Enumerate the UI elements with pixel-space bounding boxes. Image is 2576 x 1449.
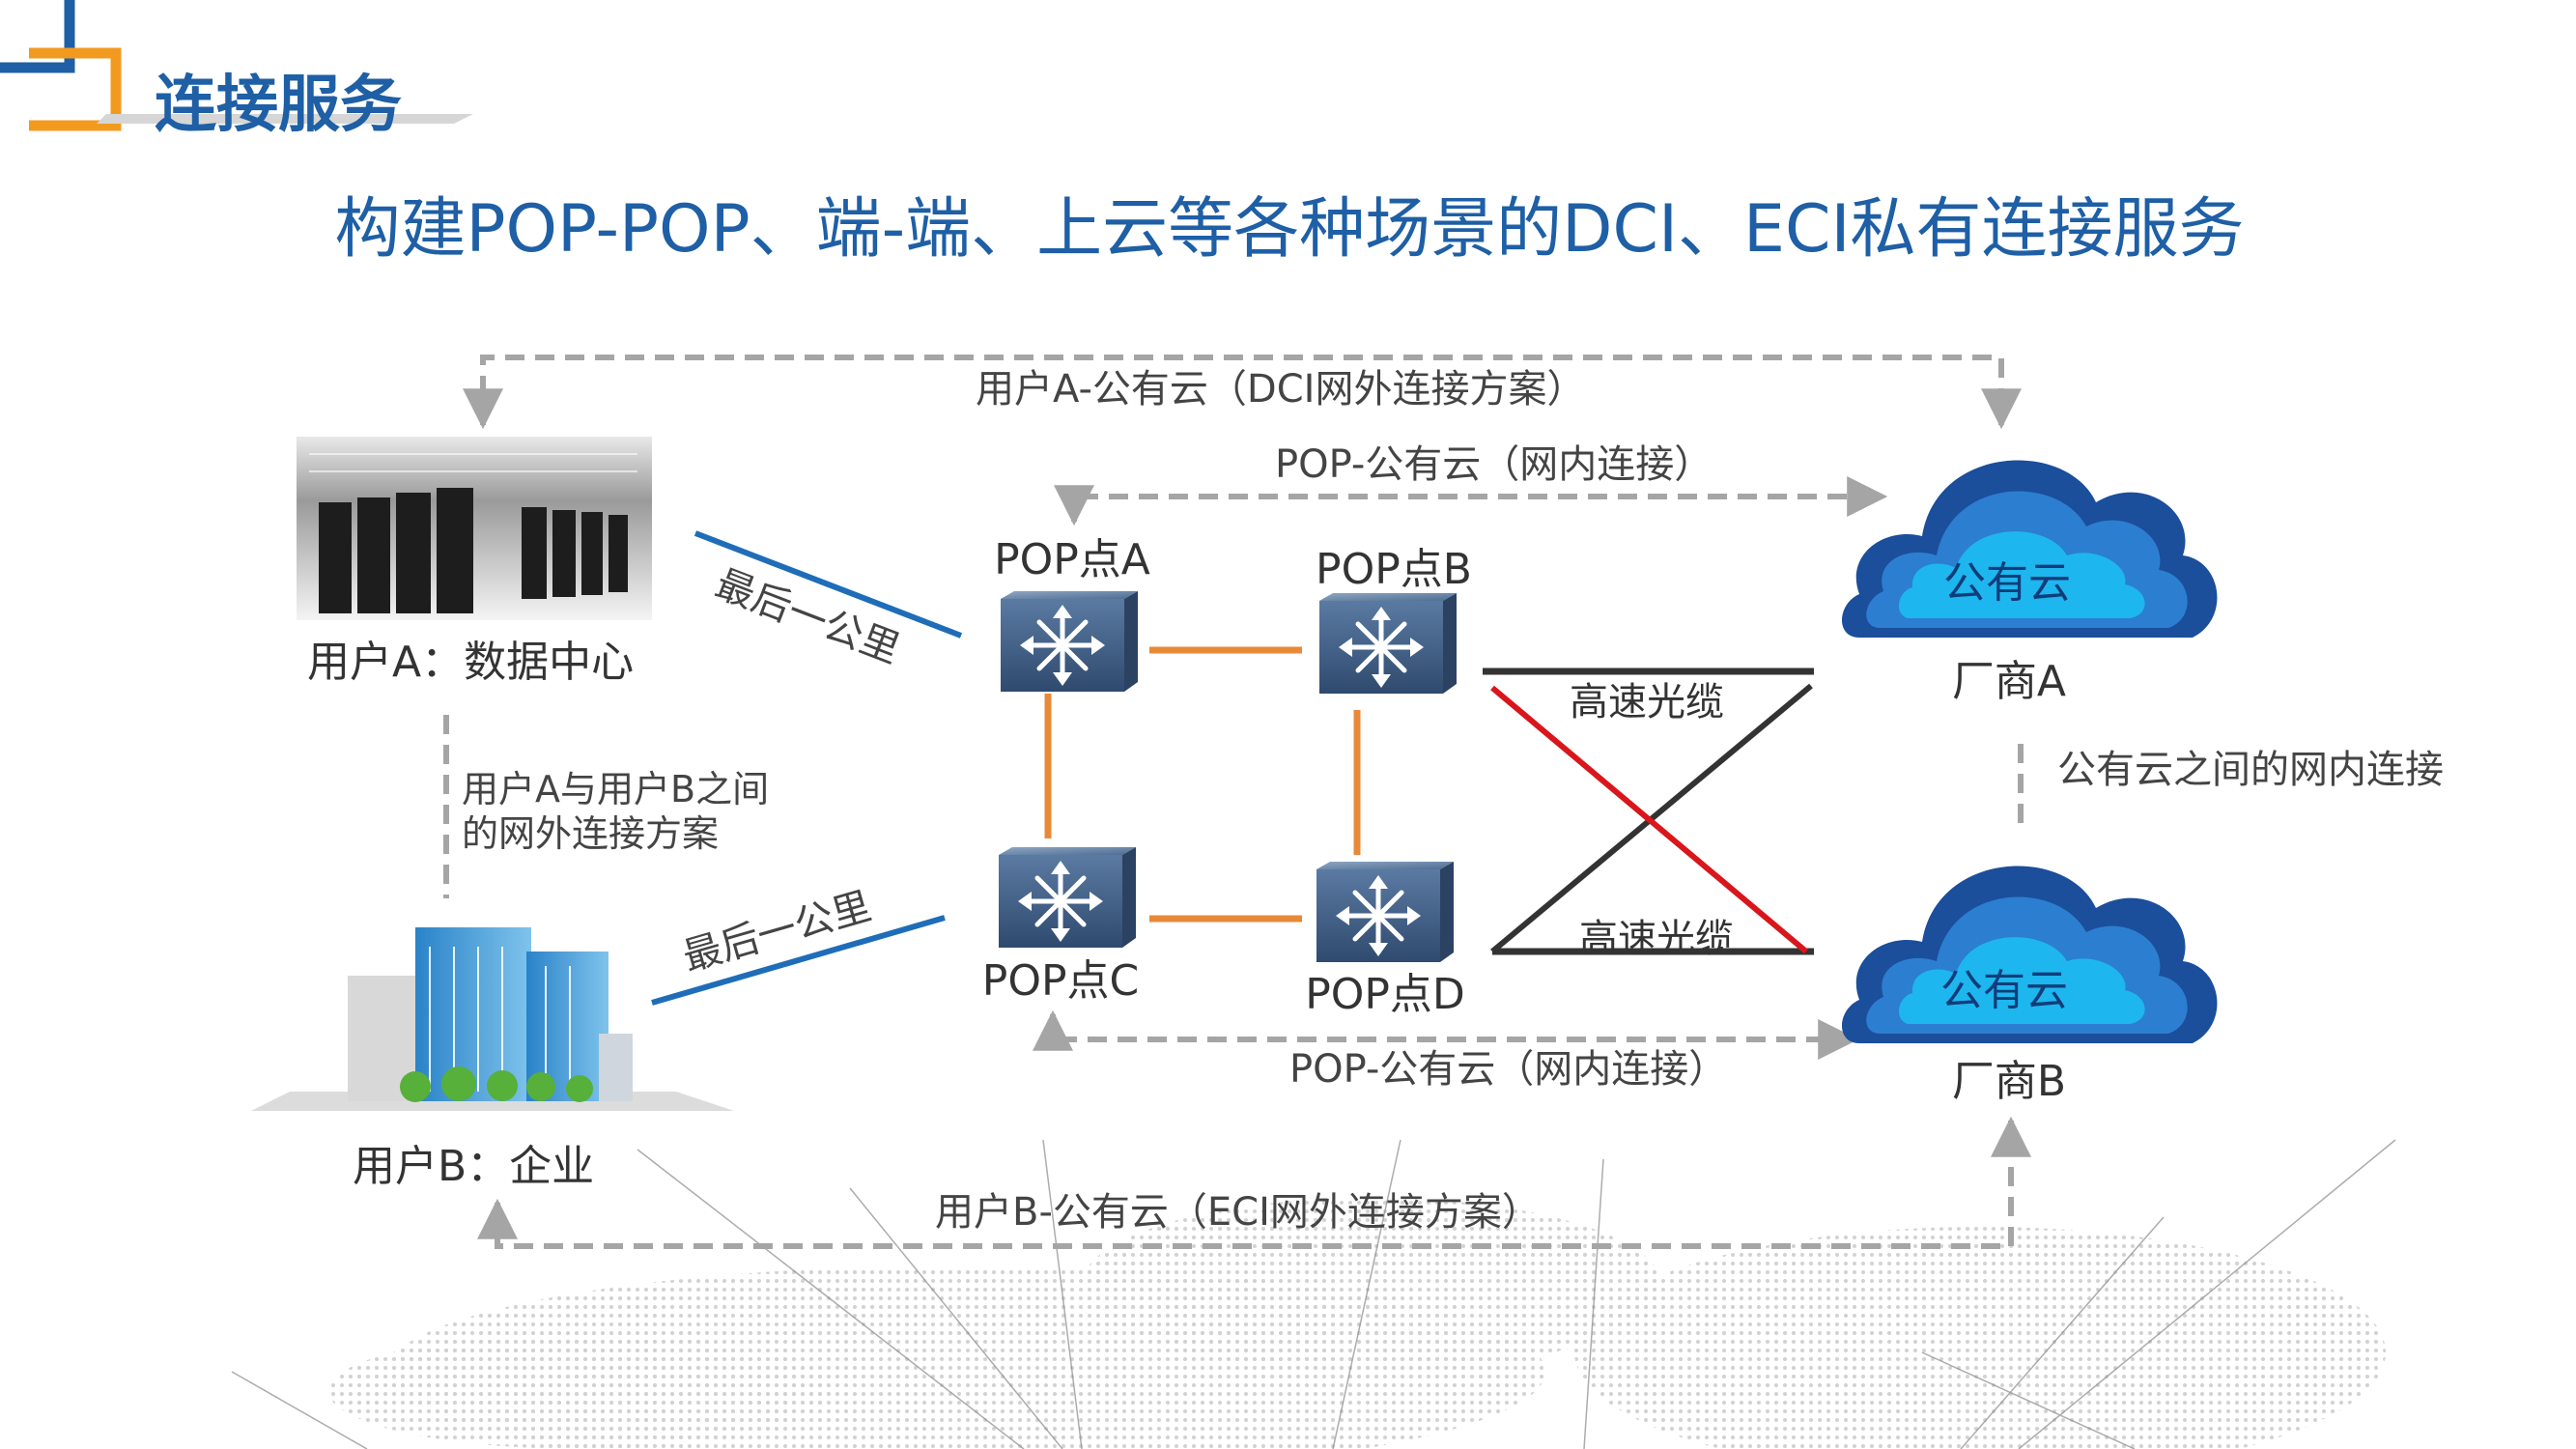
pop-b-label: POP点B [1316,545,1472,594]
pop-a-cloud-a-dash [1054,476,1888,526]
user-a-cloud-label: 用户A-公有云（DCI网外连接方案） [976,367,1585,412]
a-to-b-label-line1: 用户A与用户B之间 [462,768,769,810]
user-b-cloud-b-dash [477,1116,2031,1249]
user-a-label: 用户A：数据中心 [307,638,634,687]
user-b-cloud-label: 用户B-公有云（ECI网外连接方案） [935,1190,1541,1235]
vendor-b-label: 厂商B [1952,1057,2066,1106]
pop-mesh [1044,646,1361,923]
pop-cloud-top-label: POP-公有云（网内连接） [1275,442,1713,487]
fiber-bottom-label: 高速光缆 [1579,917,1734,961]
pop-d-router-icon [1316,862,1454,962]
cloud-a-text: 公有云 [1943,558,2071,608]
fiber-links [1483,668,1814,955]
user-a-cloud-a-dash [463,355,2022,430]
cloud-b-icon [1841,866,2218,1043]
pop-b-router-icon [1319,593,1457,694]
pop-a-router-icon [1001,591,1138,692]
pop-a-label: POP点A [994,535,1150,584]
vendor-a-label: 厂商A [1952,657,2066,706]
page-subtitle: 构建POP-POP、端-端、上云等各种场景的DCI、ECI私有连接服务 [334,191,2244,268]
last-mile-a-line [694,530,963,639]
cloud-a-icon [1841,460,2218,638]
world-map-background [231,1139,2396,1449]
pop-d-label: POP点D [1305,970,1465,1019]
cloud-b-text: 公有云 [1940,966,2068,1015]
inter-cloud-label: 公有云之间的网内连接 [2057,748,2444,792]
last-mile-b-line [651,915,946,1006]
a-to-b-label-line2: 的网外连接方案 [462,812,719,855]
pop-c-label: POP点C [982,956,1139,1006]
pop-cloud-bottom-label: POP-公有云（网内连接） [1289,1047,1727,1092]
user-b-label: 用户B：企业 [353,1142,594,1191]
dashed-connections [443,355,2031,1249]
pop-c-cloud-b-dash [1033,1009,1859,1060]
header-ornament [0,0,473,131]
pop-c-router-icon [999,847,1136,948]
datacenter-image [297,437,652,620]
section-title: 连接服务 [155,70,402,141]
fiber-top-label: 高速光缆 [1570,680,1724,724]
enterprise-buildings-image [251,927,734,1111]
